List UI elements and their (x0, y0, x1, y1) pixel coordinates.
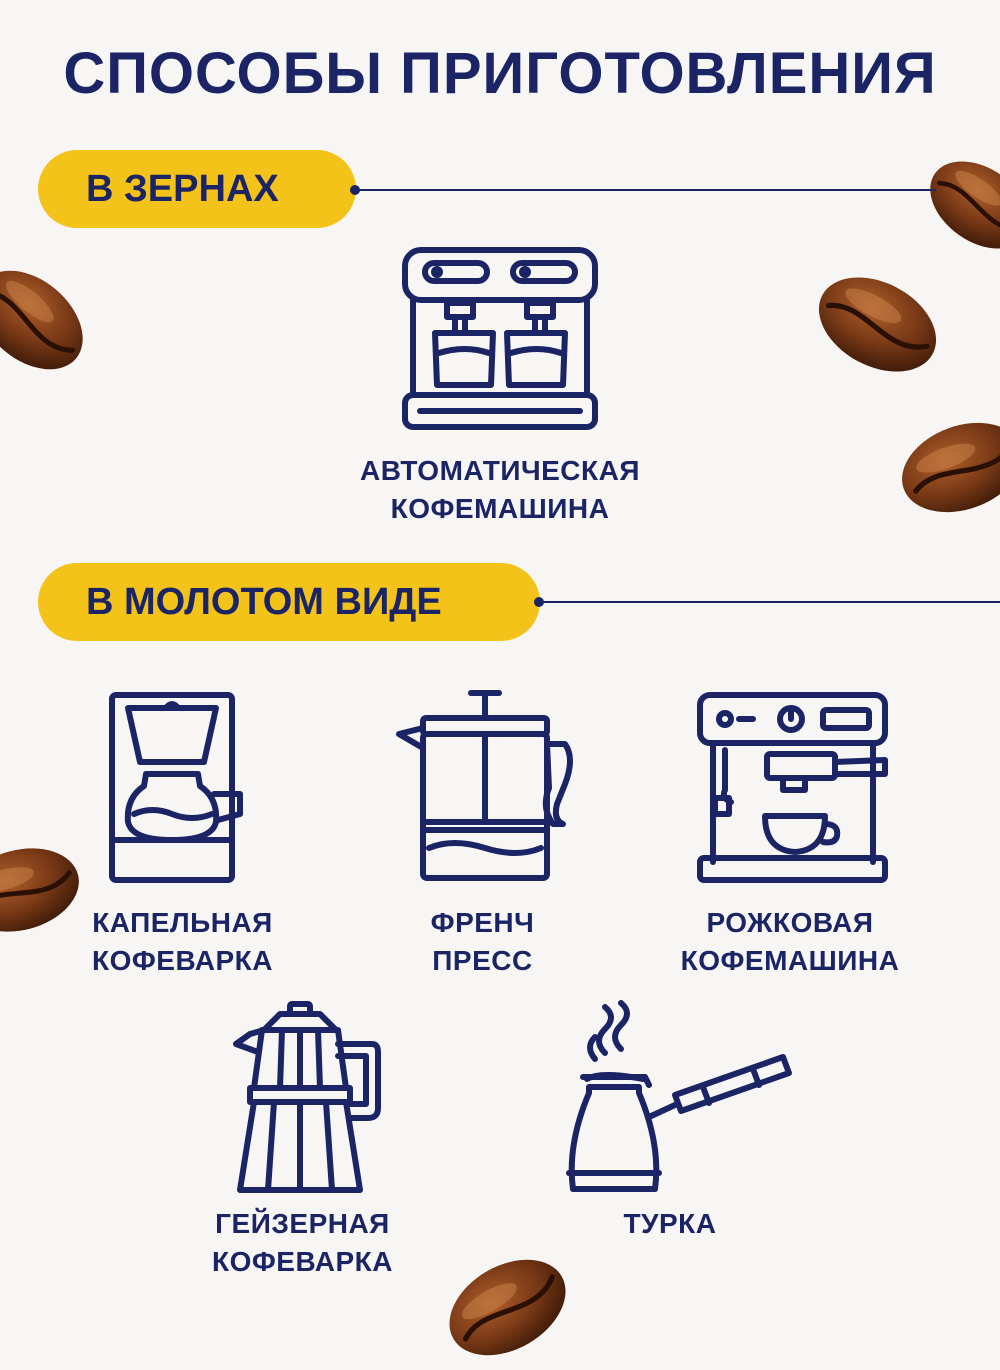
turkish-cezve-icon (565, 1000, 795, 1195)
page-title: СПОСОБЫ ПРИГОТОВЛЕНИЯ (63, 41, 937, 106)
section-divider (534, 597, 1000, 607)
coffee-bean-icon (0, 260, 90, 380)
method-label-drip: КАПЕЛЬНАЯ КОФЕВАРКА (92, 907, 273, 976)
coffee-bean-icon (815, 262, 940, 387)
method-label-cezve: ТУРКА (623, 1208, 717, 1239)
drip-coffee-maker-icon (100, 690, 250, 885)
moka-pot-icon (228, 1000, 383, 1195)
section-heading-ground: В МОЛОТОМ ВИДЕ (38, 563, 540, 641)
section-divider (350, 185, 936, 195)
method-label-moka-pot: ГЕЙЗЕРНАЯ КОФЕВАРКА (212, 1208, 393, 1277)
french-press-icon (393, 688, 578, 883)
method-label-automatic-machine: АВТОМАТИЧЕСКАЯ КОФЕМАШИНА (360, 455, 640, 524)
method-label-french-press: ФРЕНЧ ПРЕСС (430, 907, 535, 976)
coffee-bean-icon (900, 405, 1000, 530)
section-heading-beans: В ЗЕРНАХ (38, 150, 356, 228)
espresso-machine-double-icon (395, 245, 605, 435)
method-label-portafilter: РОЖКОВАЯ КОФЕМАШИНА (680, 907, 900, 976)
espresso-machine-portafilter-icon (695, 690, 890, 885)
coffee-bean-icon (925, 150, 1000, 260)
coffee-bean-icon (445, 1245, 570, 1370)
